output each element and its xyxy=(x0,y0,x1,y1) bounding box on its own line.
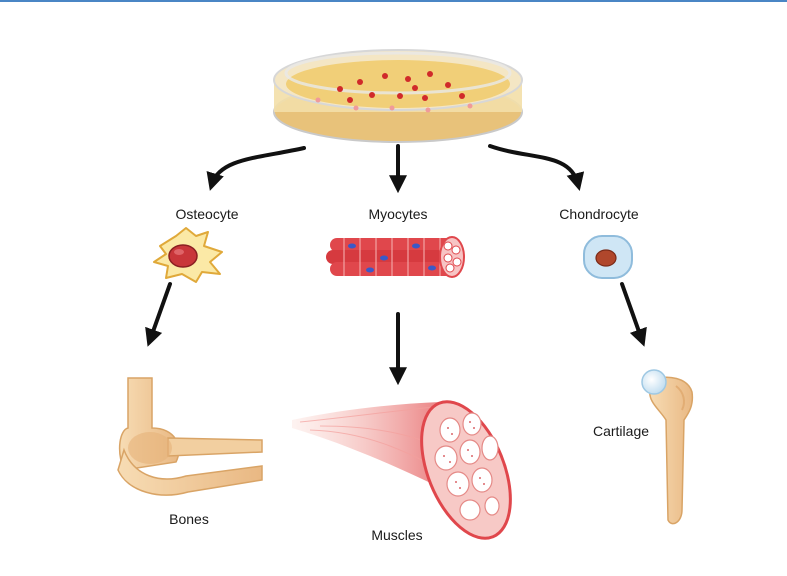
cartilage-bone-icon xyxy=(641,369,694,525)
label-osteocyte: Osteocyte xyxy=(175,206,239,222)
myocytes-bundle-icon xyxy=(326,236,465,278)
chondrocyte-cell-icon xyxy=(583,235,633,279)
top-divider xyxy=(0,0,787,2)
arrows xyxy=(145,144,647,386)
petri-dish-icon xyxy=(273,49,523,143)
label-cartilage: Cartilage xyxy=(592,423,650,439)
arrow-to-cartilage xyxy=(620,282,647,347)
label-chondrocyte: Chondrocyte xyxy=(559,206,639,222)
label-myocytes: Myocytes xyxy=(368,206,428,222)
arrow-to-osteocyte xyxy=(206,146,306,191)
label-bones: Bones xyxy=(169,511,209,527)
muscles-icon xyxy=(292,400,512,540)
arrow-to-chondrocyte xyxy=(488,144,585,191)
bones-icon xyxy=(117,377,263,496)
label-muscles: Muscles xyxy=(371,527,423,543)
osteocyte-cell-icon xyxy=(153,227,223,283)
arrow-to-bones xyxy=(145,282,172,347)
